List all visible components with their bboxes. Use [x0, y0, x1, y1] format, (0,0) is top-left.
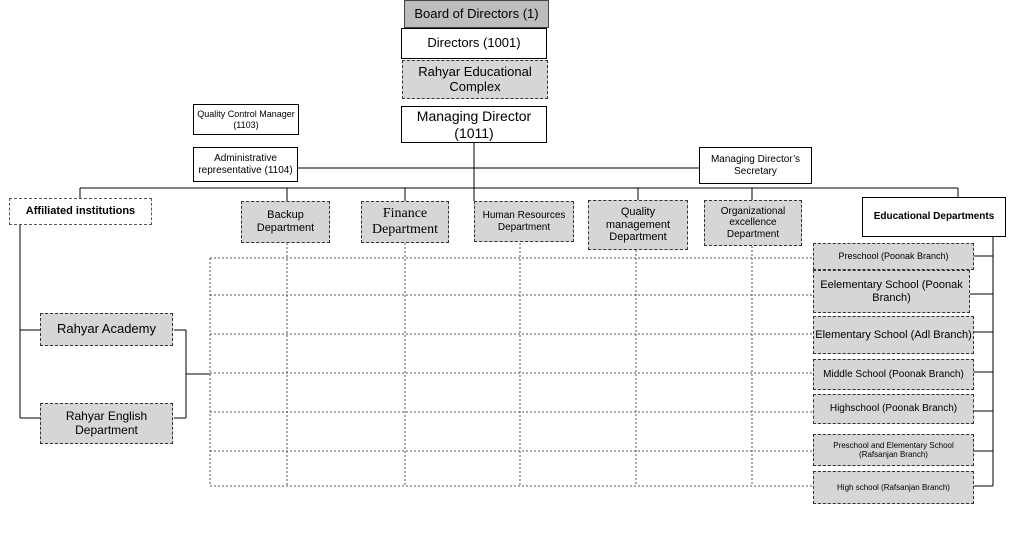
rahyar-academy-box: Rahyar Academy [40, 313, 173, 346]
edu-item: Preschool and Elementary School (Rafsanj… [813, 434, 974, 466]
human-resources-department-box: Human Resources Department [474, 201, 574, 242]
edu-item: Eelementary School (Poonak Branch) [813, 270, 970, 313]
directors-box: Directors (1001) [401, 28, 547, 59]
edu-item: Elementary School (Adl Branch) [813, 316, 974, 354]
edu-item: Middle School (Poonak Branch) [813, 359, 974, 390]
edu-item: Highschool (Poonak Branch) [813, 394, 974, 424]
affiliated-institutions-header: Affiliated institutions [9, 198, 152, 225]
backup-department-box: Backup Department [241, 201, 330, 243]
quality-management-department-box: Quality management Department [588, 200, 688, 250]
organizational-excellence-department-box: Organizational excellence Department [704, 200, 802, 246]
rahyar-english-department-box: Rahyar English Department [40, 403, 173, 444]
educational-departments-header: Educational Departments [862, 197, 1006, 237]
administrative-representative-box: Administrative representative (1104) [193, 147, 298, 182]
board-of-directors-box: Board of Directors (1) [404, 0, 549, 28]
secretary-box: Managing Director’s Secretary [699, 147, 812, 184]
educational-complex-box: Rahyar Educational Complex [402, 60, 548, 99]
quality-control-manager-box: Quality Control Manager (1103) [193, 104, 299, 135]
edu-item: High school (Rafsanjan Branch) [813, 471, 974, 504]
edu-item: Preschool (Poonak Branch) [813, 243, 974, 270]
managing-director-box: Managing Director (1011) [401, 106, 547, 143]
finance-department-box: Finance Department [361, 201, 449, 243]
